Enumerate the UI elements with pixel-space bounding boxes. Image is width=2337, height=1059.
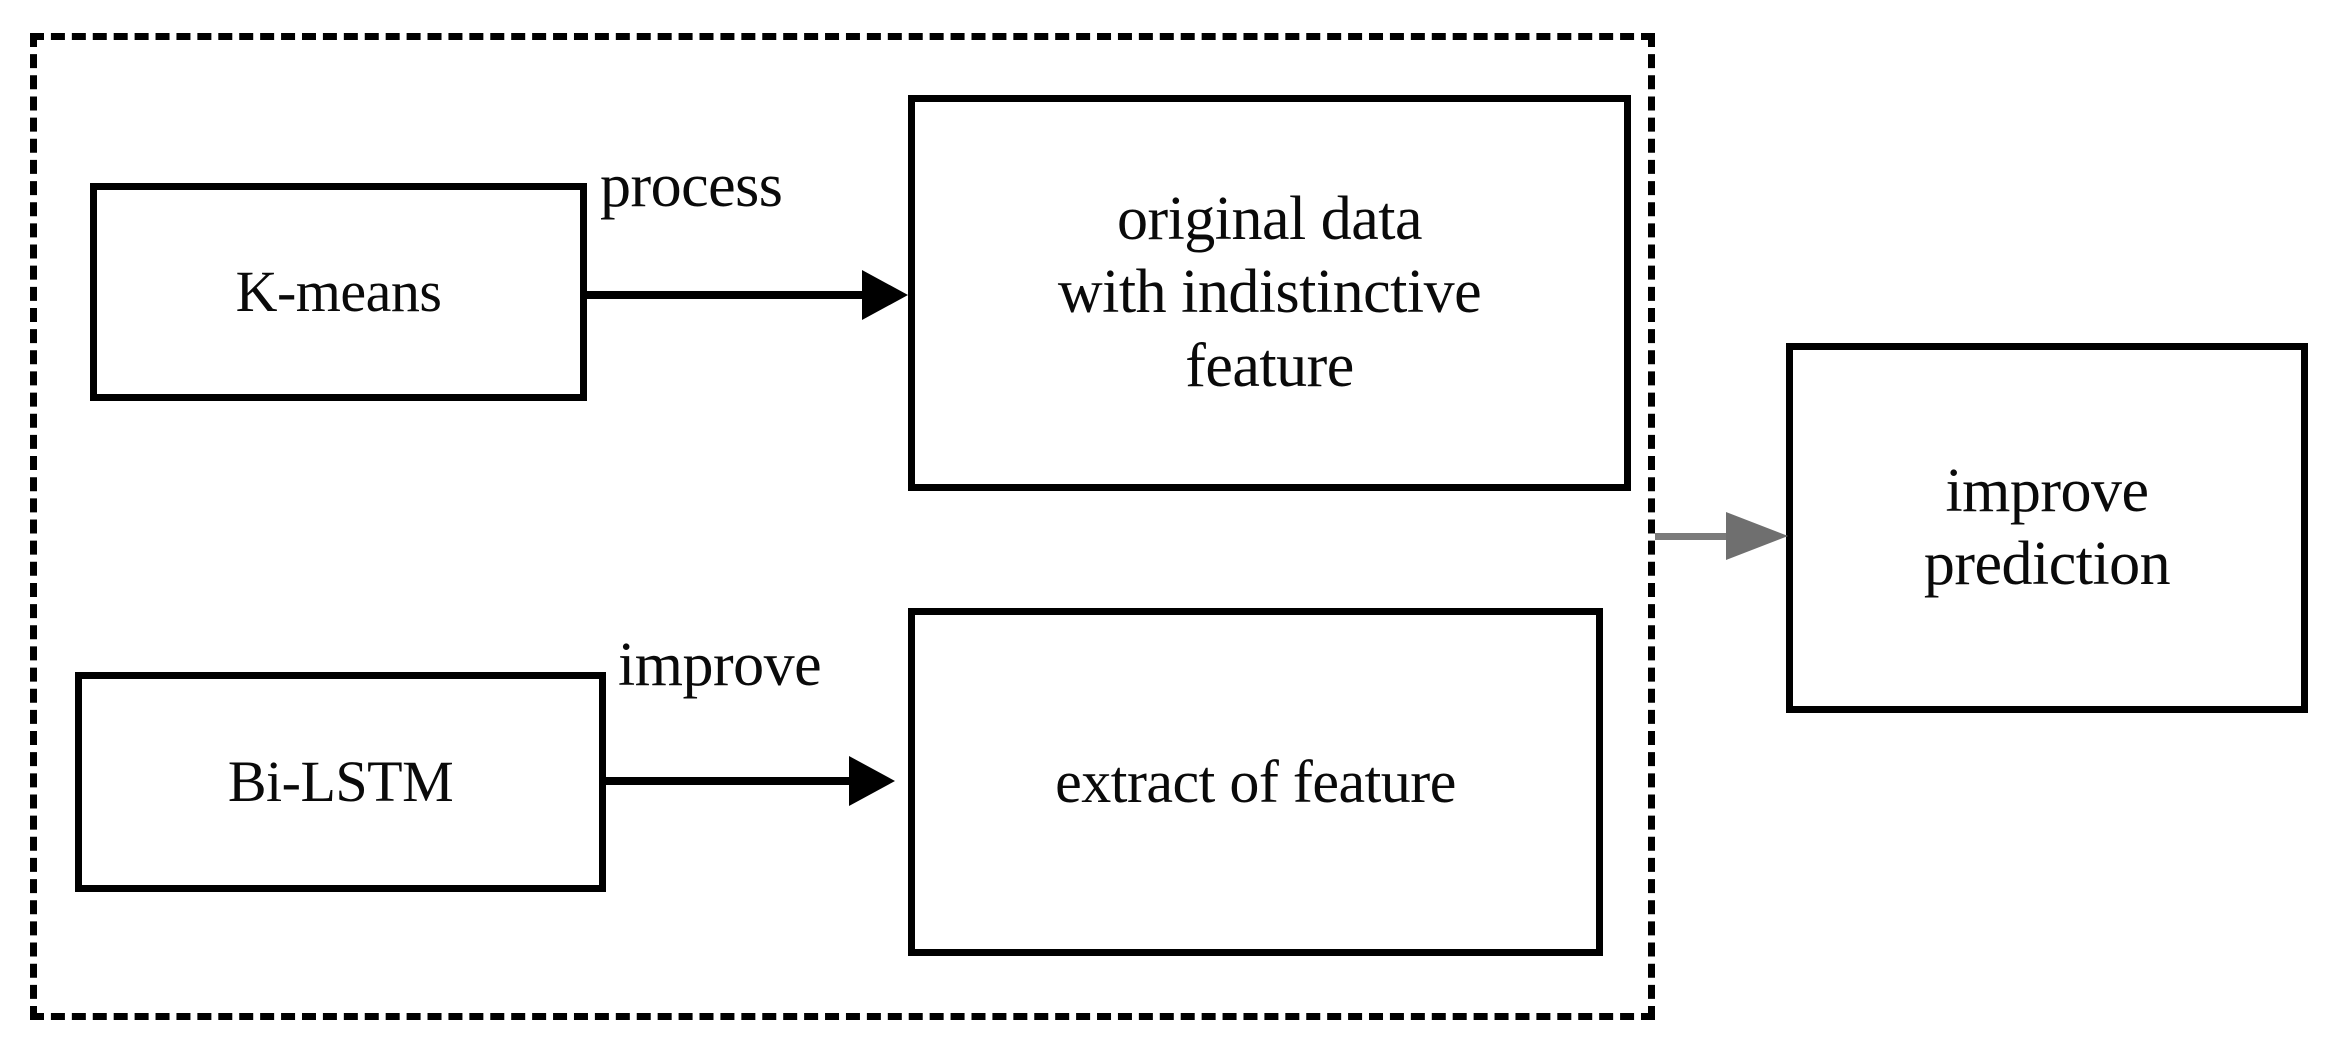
edge-line	[587, 291, 872, 299]
node-kmeans[interactable]: K-means	[90, 183, 587, 401]
edge-line	[606, 777, 859, 785]
node-improve-prediction[interactable]: improve prediction	[1786, 343, 2308, 713]
dashed-group-boundary	[30, 33, 1655, 1020]
node-bilstm[interactable]: Bi-LSTM	[75, 672, 606, 892]
arrowhead-icon	[1726, 512, 1788, 560]
edge-line	[1655, 533, 1755, 540]
node-original-data[interactable]: original data with indistinctive feature	[908, 95, 1631, 491]
node-bilstm-label: Bi-LSTM	[227, 748, 454, 814]
arrowhead-icon	[849, 756, 895, 806]
node-original-data-label: original data with indistinctive feature	[1057, 185, 1482, 400]
edge-label-process: process	[600, 152, 783, 220]
edge-label-improve: improve	[618, 631, 822, 699]
node-kmeans-label: K-means	[235, 258, 442, 324]
arrowhead-icon	[862, 270, 908, 320]
node-improve-prediction-label: improve prediction	[1923, 456, 2171, 598]
node-extract-of-feature-label: extract of feature	[1055, 748, 1456, 815]
node-extract-of-feature[interactable]: extract of feature	[908, 608, 1603, 956]
